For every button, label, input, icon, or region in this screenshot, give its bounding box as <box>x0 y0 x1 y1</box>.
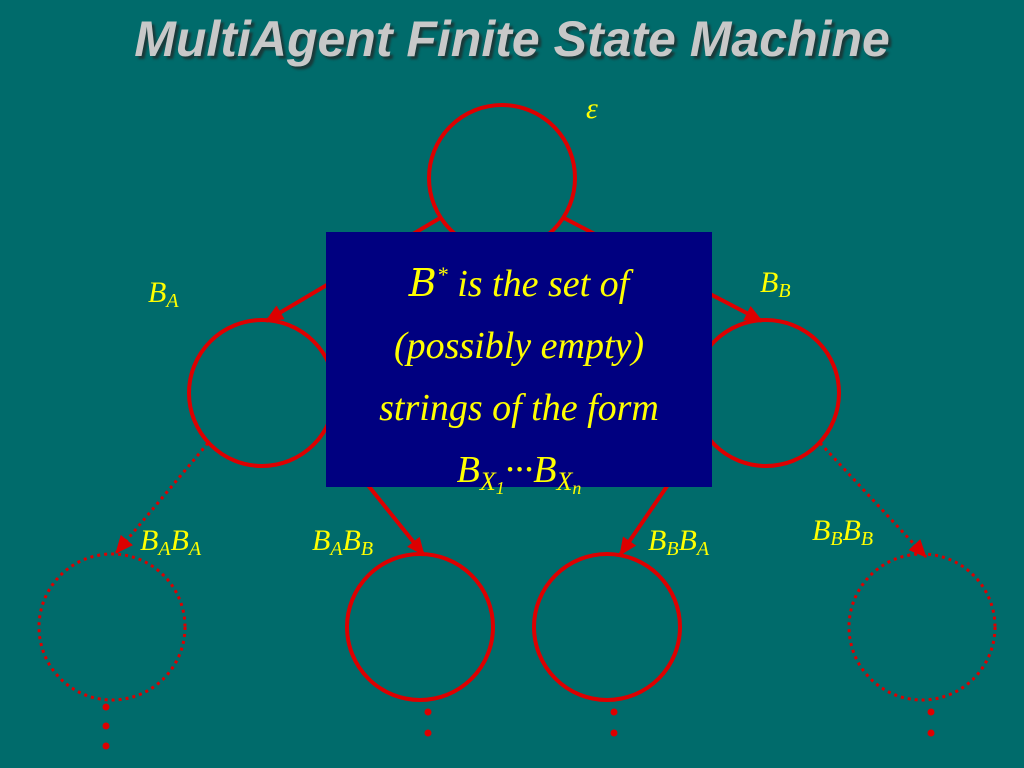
continuation-dots <box>102 703 935 750</box>
leaf-label-aa: BABA <box>140 524 202 560</box>
edge-b-to-bb <box>818 441 928 559</box>
edge-label-a: BA <box>148 276 179 312</box>
definition-line-2: (possibly empty) <box>393 325 645 367</box>
root-label: ε <box>586 92 598 125</box>
definition-line-1: B* is the set of <box>408 261 630 305</box>
kleene-b-symbol: B <box>408 261 437 305</box>
definition-line-3: strings of the form <box>379 387 659 429</box>
edge-label-b: BB <box>760 266 791 302</box>
state-aa <box>37 552 187 702</box>
state-bb <box>847 552 997 702</box>
root-state <box>427 103 577 253</box>
state-b <box>691 318 841 468</box>
state-ba <box>532 552 682 702</box>
definition-box: B* is the set of (possibly empty) string… <box>326 232 712 498</box>
definition-formula: BX1···BXn <box>456 449 582 498</box>
leaf-label-ab: BABB <box>312 524 374 560</box>
leaf-label-bb: BBBB <box>812 514 874 550</box>
slide-title: MultiAgent Finite State Machine <box>134 11 890 67</box>
state-ab <box>345 552 495 702</box>
state-a <box>187 318 337 468</box>
kleene-star: * <box>436 262 448 287</box>
edge-a-to-aa <box>114 442 210 554</box>
leaf-label-ba: BBBA <box>648 524 710 560</box>
